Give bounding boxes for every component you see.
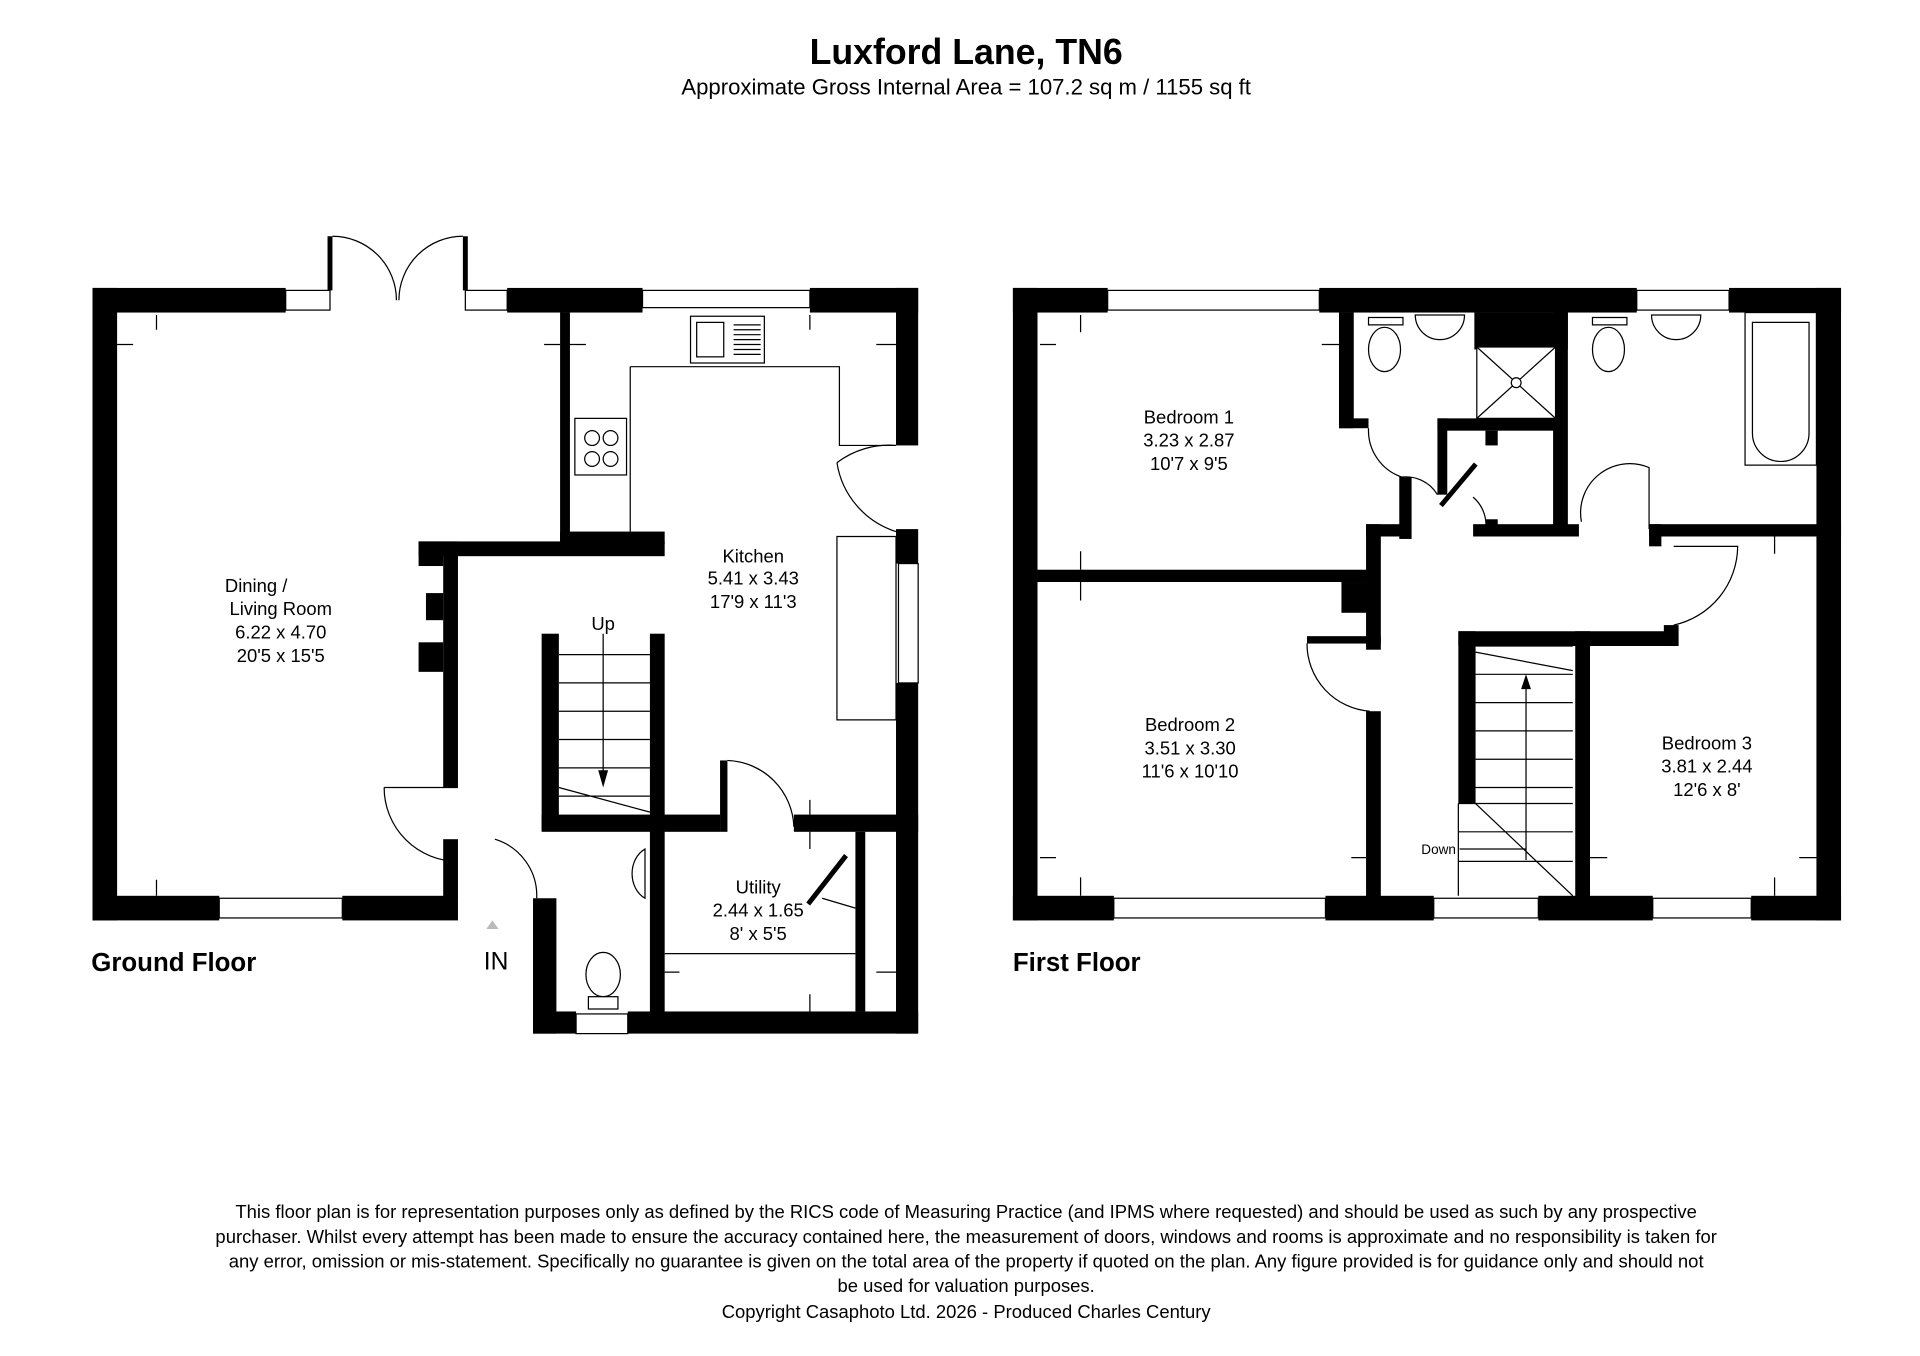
first-floor-label: First Floor — [1013, 949, 1141, 977]
entrance-label: IN — [484, 949, 509, 976]
stairs — [558, 633, 651, 813]
copyright: Copyright Casaphoto Ltd. 2026 - Produced… — [722, 1301, 1212, 1322]
room-imperial: 20'5 x 15'5 — [237, 645, 325, 666]
stairs — [1457, 645, 1574, 897]
basin-icon — [1650, 314, 1702, 341]
room-metric: 3.51 x 3.30 — [1144, 737, 1235, 758]
toilet-icon — [1591, 326, 1626, 373]
disclaimer: This floor plan is for representation pu… — [215, 1201, 1716, 1322]
toilet-icon — [1367, 326, 1402, 373]
room-metric: 3.81 x 2.44 — [1661, 756, 1752, 777]
room-name: Bedroom 2 — [1145, 714, 1235, 735]
room-name: Utility — [736, 876, 782, 897]
ground-floor-label: Ground Floor — [91, 949, 256, 977]
ground-floor-plan: Up Dining / Living Room 6.22 x 4.70 20'5… — [91, 235, 919, 1035]
room-name: Living Room — [230, 598, 332, 619]
room-imperial: 17'9 x 11'3 — [710, 591, 797, 612]
room-metric: 2.44 x 1.65 — [713, 900, 804, 921]
room-imperial: 10'7 x 9'5 — [1150, 453, 1228, 474]
room-name: Bedroom 1 — [1144, 406, 1234, 427]
room-imperial: 8' x 5'5 — [730, 923, 787, 944]
room-name: Dining / — [225, 575, 288, 596]
plan-subtitle: Approximate Gross Internal Area = 107.2 … — [681, 75, 1251, 100]
room-name: Bedroom 3 — [1662, 732, 1752, 753]
disclaimer-line: any error, omission or mis-statement. Sp… — [229, 1250, 1704, 1271]
disclaimer-line: be used for valuation purposes. — [838, 1275, 1095, 1296]
room-imperial: 12'6 x 8' — [1673, 779, 1741, 800]
disclaimer-line: purchaser. Whilst every attempt has been… — [215, 1226, 1716, 1247]
room-metric: 5.41 x 3.43 — [708, 567, 799, 588]
room-name: Kitchen — [723, 545, 785, 566]
bath-icon — [1744, 311, 1818, 466]
plan-title: Luxford Lane, TN6 — [810, 32, 1123, 72]
room-metric: 3.23 x 2.87 — [1143, 430, 1234, 451]
first-floor-plan: Down Bedroom 1 3.23 x 2.87 10'7 x 9'5 Be… — [1012, 287, 1842, 977]
toilet-icon — [585, 951, 621, 998]
stairs-down-label: Down — [1421, 842, 1456, 857]
stairs-up-label: Up — [591, 613, 615, 634]
room-metric: 6.22 x 4.70 — [235, 622, 326, 643]
hob-icon — [574, 417, 628, 476]
disclaimer-line: This floor plan is for representation pu… — [235, 1201, 1696, 1222]
basin-icon — [1414, 314, 1466, 341]
room-imperial: 11'6 x 10'10 — [1142, 761, 1239, 782]
basin-icon — [631, 847, 646, 900]
